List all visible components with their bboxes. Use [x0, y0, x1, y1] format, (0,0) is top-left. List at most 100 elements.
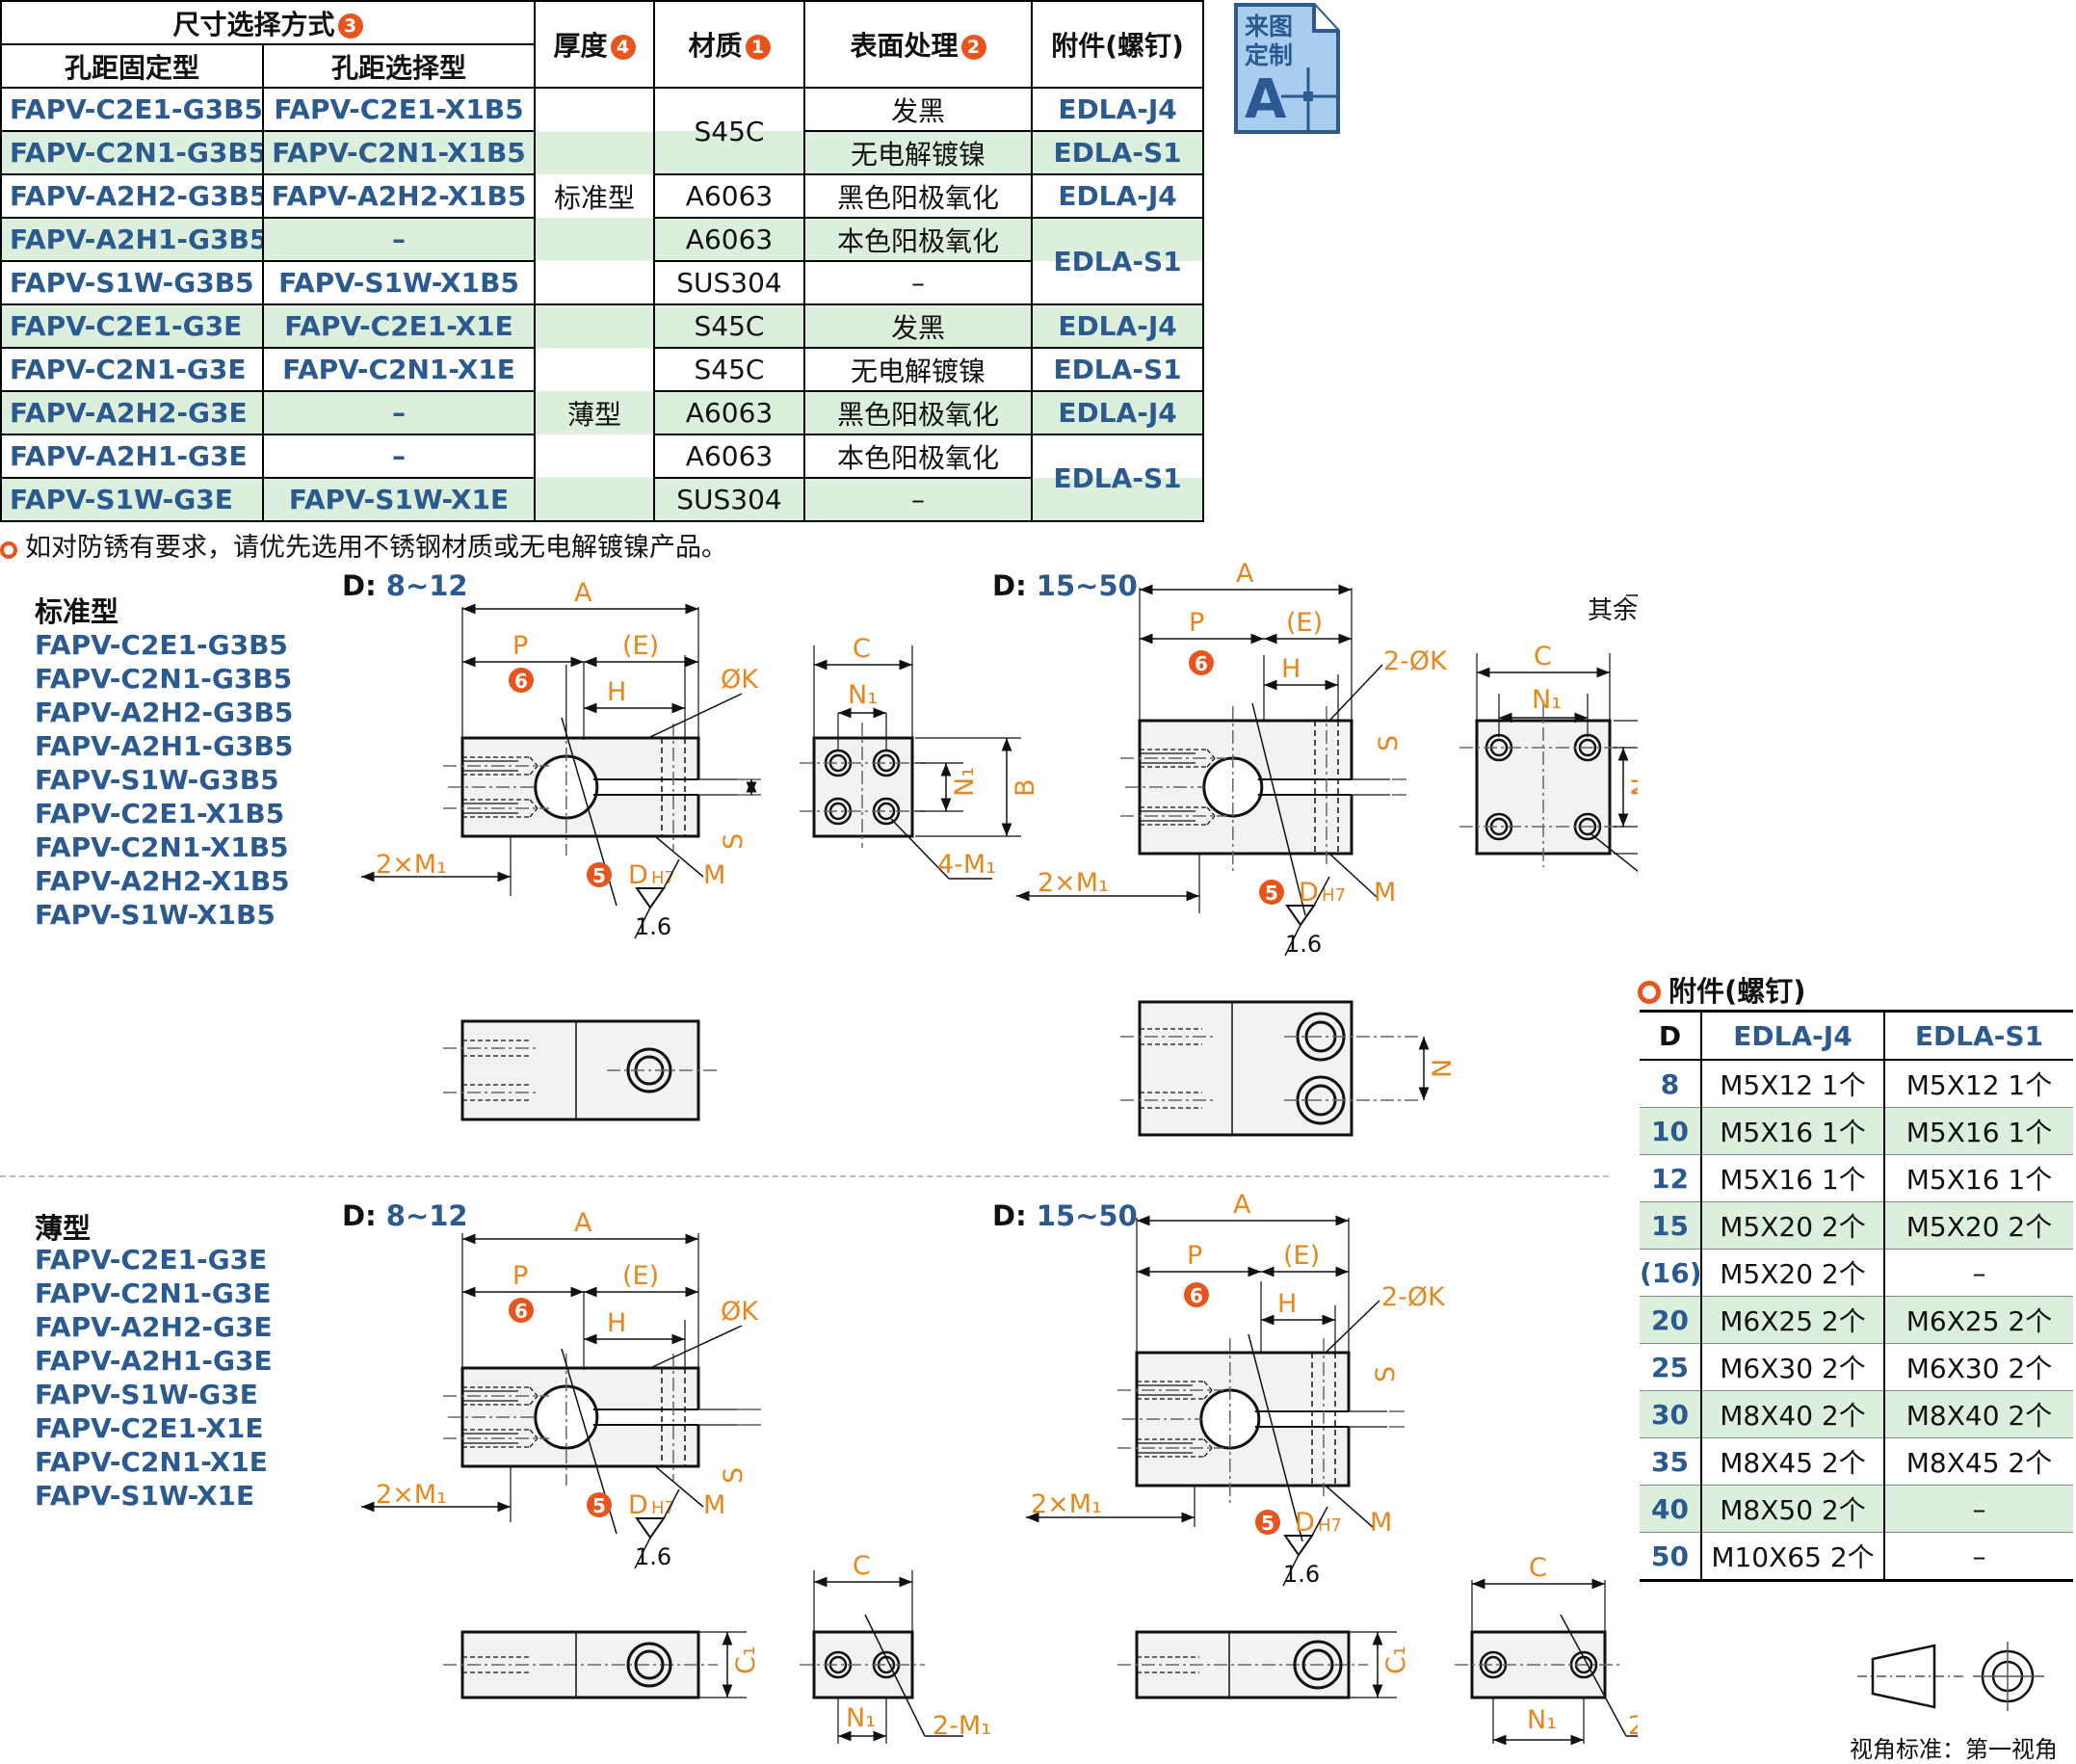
svg-text:N: N	[1428, 1059, 1458, 1078]
svg-text:P: P	[1187, 1241, 1202, 1271]
svg-text:M: M	[703, 1490, 725, 1520]
svg-text:1.6: 1.6	[635, 913, 671, 940]
section-divider	[0, 1175, 1609, 1177]
svg-text:2×M₁: 2×M₁	[1031, 1489, 1102, 1519]
thickness-standard: 标准型	[534, 87, 656, 305]
front-view	[460, 1366, 747, 1468]
svg-text:M: M	[1374, 878, 1396, 908]
svg-text:D: D	[628, 1490, 648, 1520]
svg-text:C: C	[1534, 642, 1552, 671]
svg-text:N₁: N₁	[1527, 1705, 1557, 1735]
first-angle-projection-icon	[1857, 1642, 2044, 1711]
accessory-header: 附件(螺钉)	[1031, 0, 1205, 89]
model-code: FAPV-S1W-X1E	[35, 1480, 255, 1512]
svg-text:(E): (E)	[1283, 1241, 1320, 1271]
svg-text:S: S	[719, 833, 749, 850]
table-row: FAPV-A2H1-G3E	[0, 434, 264, 479]
table-row: FAPV-C2N1-G3E	[0, 347, 264, 392]
svg-text:H: H	[607, 677, 626, 707]
svg-text:H7: H7	[1322, 885, 1346, 906]
model-code: FAPV-C2N1-X1E	[35, 1446, 268, 1478]
svg-text:2-M₁: 2-M₁	[1628, 1711, 1638, 1741]
svg-text:1.6: 1.6	[1283, 1561, 1320, 1588]
table-row: FAPV-A2H2-G3E	[0, 390, 264, 435]
model-code: FAPV-C2E1-G3E	[35, 1244, 268, 1276]
model-code: FAPV-A2H2-X1B5	[35, 865, 290, 897]
svg-text:N₁: N₁	[1627, 767, 1638, 797]
svg-text:P: P	[512, 1261, 528, 1291]
svg-text:5: 5	[1261, 1512, 1275, 1535]
svg-text:C: C	[1529, 1553, 1547, 1583]
svg-text:6: 6	[1195, 652, 1208, 675]
svg-text:N₁: N₁	[950, 767, 980, 797]
svg-text:ØK: ØK	[721, 665, 759, 695]
circle-bullet-icon	[1638, 981, 1661, 1004]
svg-text:C: C	[853, 634, 871, 664]
standard-title: 标准型	[35, 595, 119, 628]
svg-text:(E): (E)	[1286, 608, 1323, 638]
model-code: FAPV-A2H1-G3B5	[35, 730, 294, 762]
table-row: FAPV-C2E1-G3B5	[0, 87, 264, 132]
table-row: FAPV-A2H2-G3B5	[0, 173, 264, 219]
svg-text:5: 5	[592, 1494, 606, 1517]
svg-text:H7: H7	[651, 868, 675, 888]
svg-text:C₁: C₁	[1381, 1646, 1411, 1674]
model-code: FAPV-C2N1-G3E	[35, 1277, 272, 1309]
svg-text:C₁: C₁	[731, 1646, 761, 1674]
svg-text:S: S	[719, 1467, 749, 1484]
svg-text:(E): (E)	[622, 631, 659, 661]
svg-text:B: B	[1011, 778, 1040, 797]
model-code: FAPV-C2E1-X1B5	[35, 798, 285, 829]
model-code: FAPV-A2H1-G3E	[35, 1345, 273, 1377]
svg-text:6: 6	[1190, 1284, 1203, 1307]
accessory-title: 附件(螺钉)	[1638, 969, 1806, 1010]
table-row: FAPV-A2H1-G3B5	[0, 217, 264, 262]
svg-text:D: 15~50: D: 15~50	[992, 569, 1138, 602]
svg-text:2-ØK: 2-ØK	[1383, 646, 1448, 676]
svg-text:S: S	[1371, 1366, 1401, 1382]
svg-text:P: P	[512, 631, 528, 661]
svg-text:D: D	[1299, 878, 1319, 908]
svg-text:N₁: N₁	[846, 1703, 876, 1733]
svg-text:2-M₁: 2-M₁	[933, 1711, 991, 1741]
table-row: FAPV-C2E1-G3E	[0, 303, 264, 349]
svg-text:A: A	[1236, 559, 1254, 589]
svg-text:D: D	[628, 860, 648, 890]
model-code: FAPV-S1W-G3B5	[35, 764, 279, 796]
table-row: (16)M5X20 2个–	[1640, 1249, 2073, 1297]
svg-text:1.6: 1.6	[635, 1543, 671, 1570]
svg-text:N₁: N₁	[848, 680, 878, 710]
model-code: FAPV-C2E1-X1E	[35, 1412, 264, 1444]
svg-text:5: 5	[592, 864, 606, 887]
circle-bullet-icon	[0, 541, 17, 559]
rust-note: 如对防锈有要求，请优先选用不锈钢材质或无电解镀镍产品。	[0, 526, 727, 564]
svg-text:1.6: 1.6	[1285, 931, 1322, 958]
svg-text:A: A	[1233, 1190, 1251, 1220]
model-code: FAPV-A2H2-G3E	[35, 1311, 273, 1343]
thin-title: 薄型	[35, 1212, 92, 1245]
svg-text:2-ØK: 2-ØK	[1381, 1282, 1446, 1312]
model-code: FAPV-S1W-X1B5	[35, 899, 276, 931]
custom-drawing-badge-icon: 来图 定制 A	[1234, 3, 1340, 134]
svg-text:2×M₁: 2×M₁	[376, 850, 447, 880]
svg-text:A: A	[1245, 68, 1287, 131]
fixed-pitch-header: 孔距固定型	[0, 43, 264, 89]
svg-text:H: H	[607, 1308, 626, 1338]
svg-text:2×M₁: 2×M₁	[376, 1480, 447, 1510]
svg-text:C: C	[853, 1551, 871, 1581]
model-code: FAPV-C2E1-G3B5	[35, 629, 288, 661]
svg-text:ØK: ØK	[721, 1297, 759, 1327]
